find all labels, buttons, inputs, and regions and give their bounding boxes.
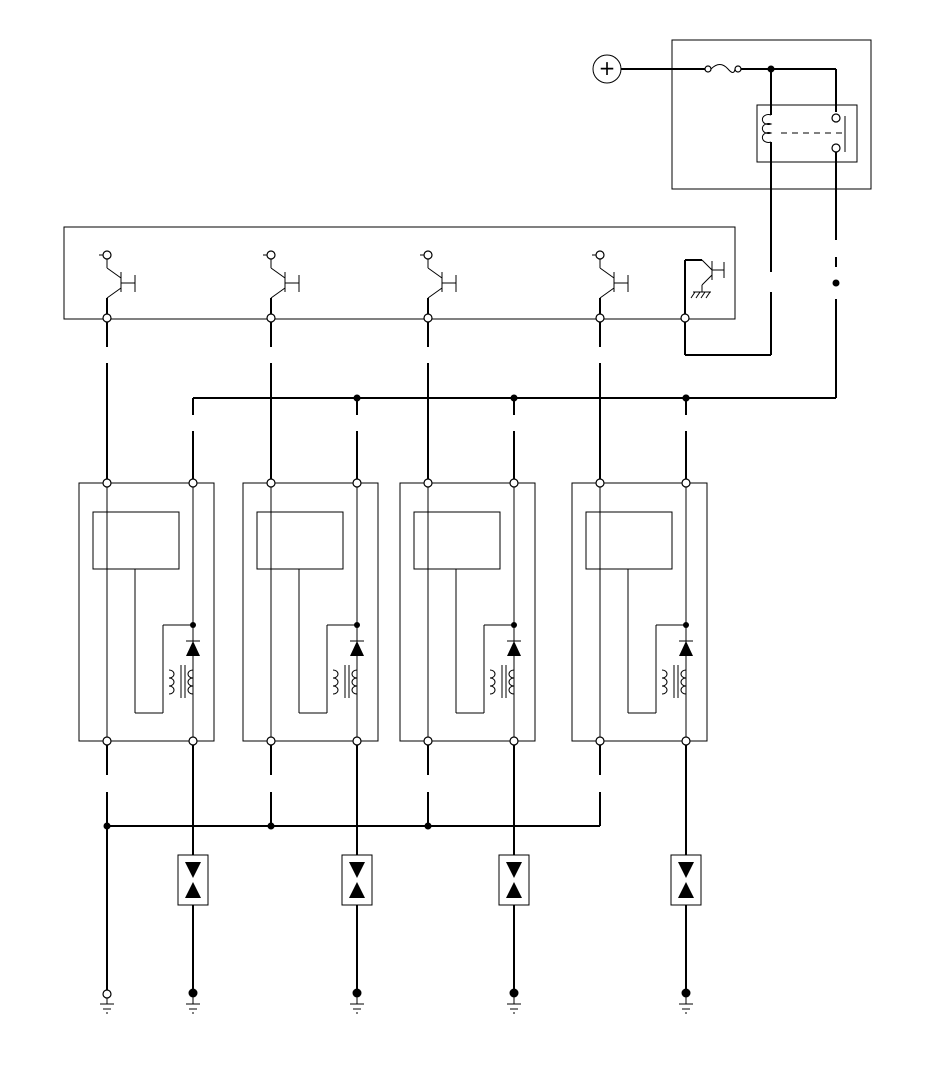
coil-unit-pin: [509, 736, 519, 746]
secondary-coil-icon: [508, 669, 515, 695]
ecu-output-pin: [423, 250, 433, 260]
relay-frame: [756, 104, 858, 163]
coil-unit-pin: [188, 478, 198, 488]
transistor-emitter: [427, 287, 443, 299]
splice-dot: [510, 394, 518, 402]
ecu-pin: [266, 313, 276, 323]
splice-dot: [424, 822, 432, 830]
ecu-output-pin: [102, 250, 112, 260]
coil-unit-pin: [102, 478, 112, 488]
igniter-module-box: [92, 511, 180, 570]
relay-coil-icon: [761, 105, 773, 162]
connector-arrow-up-icon: [678, 882, 694, 898]
coil-unit-pin: [509, 478, 519, 488]
diode-icon: [350, 641, 364, 656]
diode-icon: [186, 641, 200, 656]
ecu-pin: [680, 313, 690, 323]
connector-arrow-down-icon: [506, 862, 522, 878]
coil-unit-pin: [423, 478, 433, 488]
coil-unit-pin: [266, 478, 276, 488]
ground-terminal: [352, 988, 362, 998]
splice-dot: [511, 622, 517, 628]
ground-terminal: [681, 988, 691, 998]
igniter-module-box: [413, 511, 501, 570]
connector-arrow-down-icon: [185, 862, 201, 878]
igniter-module-box: [585, 511, 673, 570]
coil-unit-pin: [266, 736, 276, 746]
connector-arrow-up-icon: [506, 882, 522, 898]
transistor-arm: [599, 267, 615, 279]
coil-unit-pin: [352, 736, 362, 746]
coil-unit-pin: [188, 736, 198, 746]
connector-arrow-up-icon: [185, 882, 201, 898]
splice-dot: [354, 622, 360, 628]
coil-unit-pin: [595, 736, 605, 746]
positive-label: +: [599, 56, 616, 80]
diode-icon: [679, 641, 693, 656]
secondary-coil-icon: [680, 669, 687, 695]
connector-arrow-up-icon: [349, 882, 365, 898]
primary-coil-icon: [332, 669, 339, 695]
coil-unit-pin: [595, 478, 605, 488]
splice-dot: [683, 622, 689, 628]
diode-icon: [507, 641, 521, 656]
ground-terminal: [188, 988, 198, 998]
battery-positive-icon: +: [592, 54, 622, 84]
transistor-emitter: [270, 287, 286, 299]
transistor-arm: [270, 267, 286, 279]
primary-coil-icon: [168, 669, 175, 695]
ecu-frame: [63, 226, 736, 320]
splice-dot: [682, 394, 690, 402]
primary-coil-icon: [661, 669, 668, 695]
coil-unit-pin: [681, 478, 691, 488]
connector-arrow-down-icon: [678, 862, 694, 878]
splice-dot: [832, 279, 840, 287]
ecu-output-pin: [266, 250, 276, 260]
secondary-coil-icon: [351, 669, 358, 695]
splice-dot: [190, 622, 196, 628]
ecu-pin: [595, 313, 605, 323]
fuse-icon: [704, 64, 742, 73]
secondary-coil-icon: [187, 669, 194, 695]
splice-dot: [353, 394, 361, 402]
splice-dot: [267, 822, 275, 830]
ground-terminal: [102, 989, 112, 999]
primary-coil-icon: [489, 669, 496, 695]
transistor-emitter: [599, 287, 615, 299]
ground-terminal: [509, 988, 519, 998]
transistor-arm: [106, 267, 122, 279]
ecu-output-pin: [595, 250, 605, 260]
transistor-emitter: [106, 287, 122, 299]
coil-unit-pin: [352, 478, 362, 488]
transistor-arm: [427, 267, 443, 279]
coil-unit-pin: [102, 736, 112, 746]
ecu-pin: [423, 313, 433, 323]
ecu-ground-transistor-icon: [684, 259, 725, 318]
igniter-module-box: [256, 511, 344, 570]
ecu-pin: [102, 313, 112, 323]
connector-arrow-down-icon: [349, 862, 365, 878]
coil-unit-pin: [681, 736, 691, 746]
coil-unit-pin: [423, 736, 433, 746]
